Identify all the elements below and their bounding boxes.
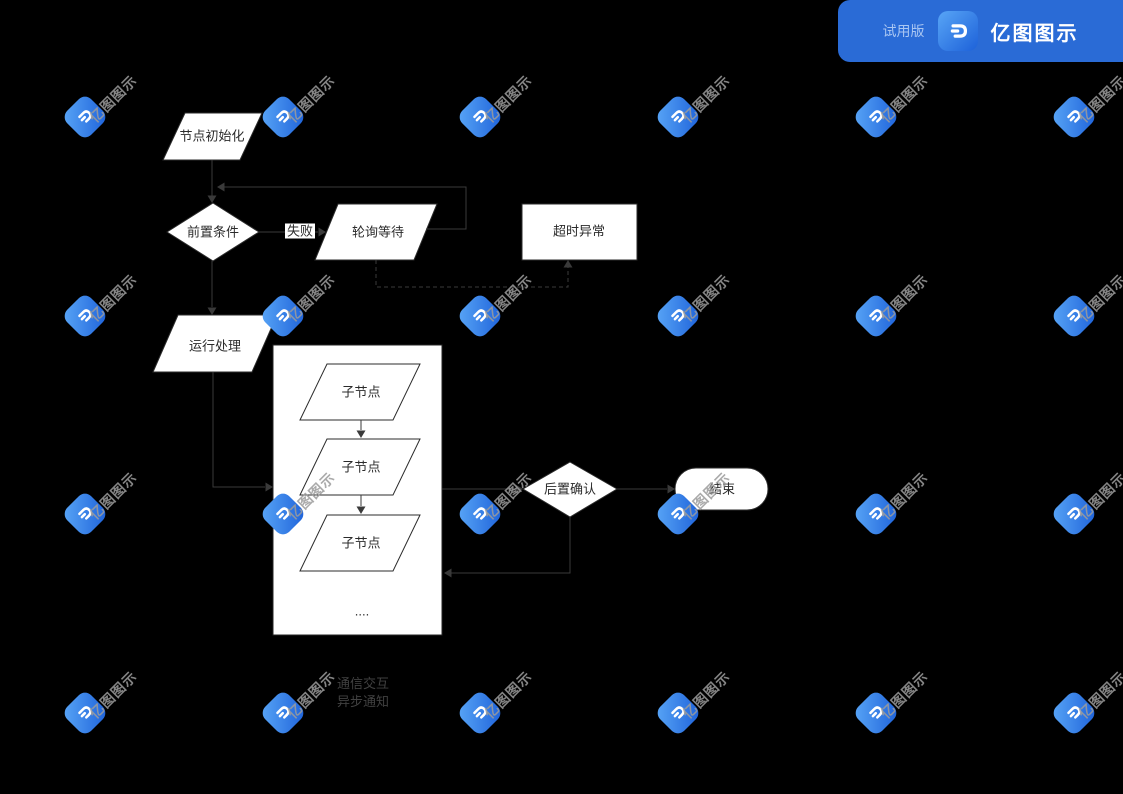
arrowhead bbox=[217, 182, 225, 192]
edge-poll-timeout-dashed[interactable] bbox=[375, 260, 569, 288]
arrowhead bbox=[265, 482, 273, 492]
arrowhead bbox=[356, 430, 366, 438]
label-node-precond: 前置条件 bbox=[186, 224, 240, 240]
legend: 通信交互 异步通知 bbox=[337, 675, 389, 711]
edraw-logo-icon bbox=[937, 11, 978, 51]
edge-run-container[interactable] bbox=[212, 372, 265, 488]
arrowhead bbox=[356, 506, 366, 514]
legend-line-communication: 通信交互 bbox=[337, 676, 390, 691]
node-precond-shape[interactable] bbox=[166, 202, 260, 262]
node-timeout-shape[interactable] bbox=[521, 203, 638, 261]
label-node-child1: 子节点 bbox=[341, 384, 381, 400]
label-node-timeout: 超时异常 bbox=[552, 223, 606, 239]
arrowhead bbox=[444, 568, 452, 578]
arrowhead bbox=[563, 260, 573, 268]
node-child3-shape[interactable] bbox=[299, 514, 421, 572]
label-node-run: 运行处理 bbox=[188, 338, 242, 354]
trial-banner[interactable]: 试用版 亿图图示 bbox=[838, 0, 1123, 62]
trial-label: 试用版 bbox=[882, 23, 925, 39]
arrowhead bbox=[318, 227, 326, 237]
arrowhead bbox=[207, 307, 217, 315]
label-node-poll: 轮询等待 bbox=[351, 224, 405, 240]
label-node-child3: 子节点 bbox=[341, 535, 381, 551]
label-node-confirm: 后置确认 bbox=[543, 481, 597, 497]
label-node-init: 节点初始化 bbox=[179, 128, 245, 144]
label-more-dots: .... bbox=[354, 603, 370, 619]
label-node-end: 结束 bbox=[708, 481, 736, 497]
edge-poll-loopback[interactable] bbox=[224, 186, 467, 230]
label-node-child2: 子节点 bbox=[341, 459, 381, 475]
brand-name: 亿图图示 bbox=[990, 22, 1079, 45]
legend-line-async: 异步通知 bbox=[337, 694, 390, 709]
node-child1-shape[interactable] bbox=[299, 363, 421, 421]
label-edge-fail: 失败 bbox=[284, 223, 316, 239]
node-child2-shape[interactable] bbox=[299, 438, 421, 496]
arrowhead bbox=[515, 484, 523, 494]
node-poll-shape[interactable] bbox=[314, 203, 438, 261]
arrowhead bbox=[207, 195, 217, 203]
edge-confirm-container-loop[interactable] bbox=[451, 517, 571, 574]
